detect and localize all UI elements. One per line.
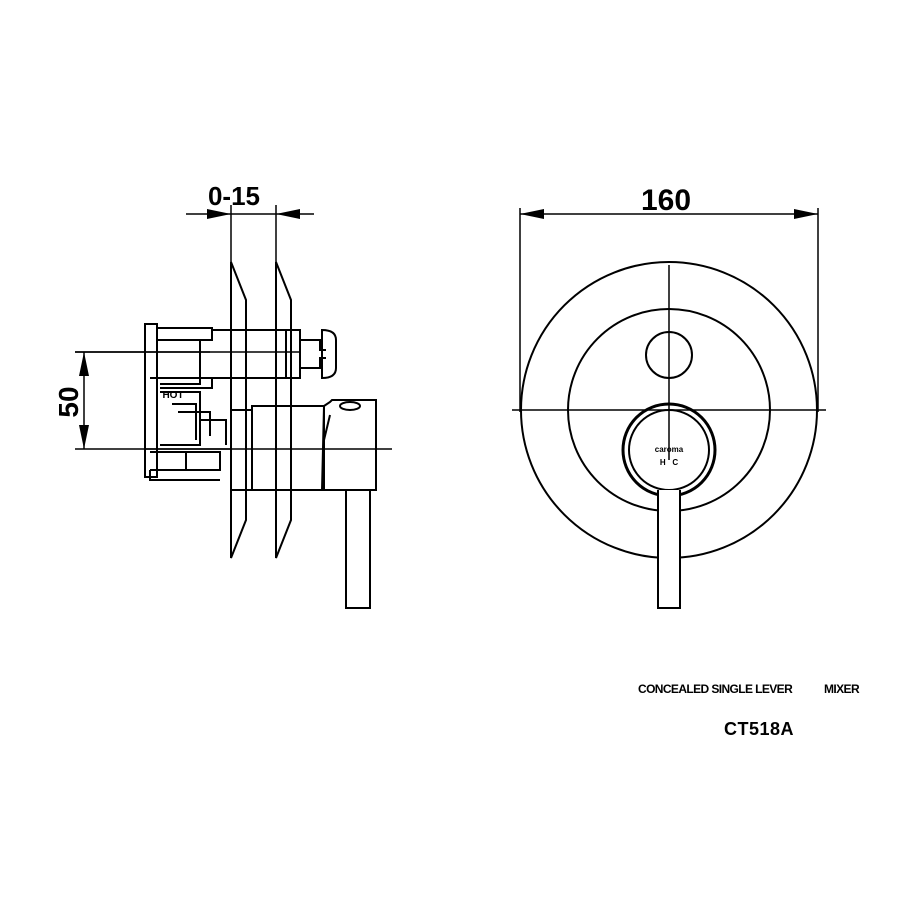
- product-name-part2: MIXER: [824, 682, 860, 696]
- lever-handle-front: [657, 490, 681, 609]
- product-name-part1: CONCEALED SINGLE LEVER: [638, 682, 793, 696]
- valve-body: HOT: [144, 323, 227, 481]
- inlet-spacing-label: 50: [53, 386, 84, 417]
- front-view: 160 caroma H C: [512, 184, 826, 609]
- inlet-spacing-dimension: 50: [53, 351, 230, 450]
- hot-label: HOT: [162, 390, 183, 401]
- overall-diameter-label: 160: [641, 184, 691, 217]
- brand-mark: caroma: [655, 445, 684, 454]
- lever-handle-side: [232, 399, 377, 609]
- hot-cold-markers: H C: [660, 458, 678, 467]
- model-code: CT518A: [724, 719, 794, 739]
- overall-diameter-dimension: 160: [519, 184, 819, 412]
- caption: CONCEALED SINGLE LEVER MIXER CT518A: [638, 682, 861, 739]
- wall-plates: [230, 261, 292, 559]
- side-view: 0-15 50 HOT: [53, 181, 392, 609]
- diverter-knob-side: [212, 328, 337, 380]
- wall-adjust-dimension: 0-15: [186, 181, 314, 265]
- wall-adjust-label: 0-15: [208, 181, 260, 211]
